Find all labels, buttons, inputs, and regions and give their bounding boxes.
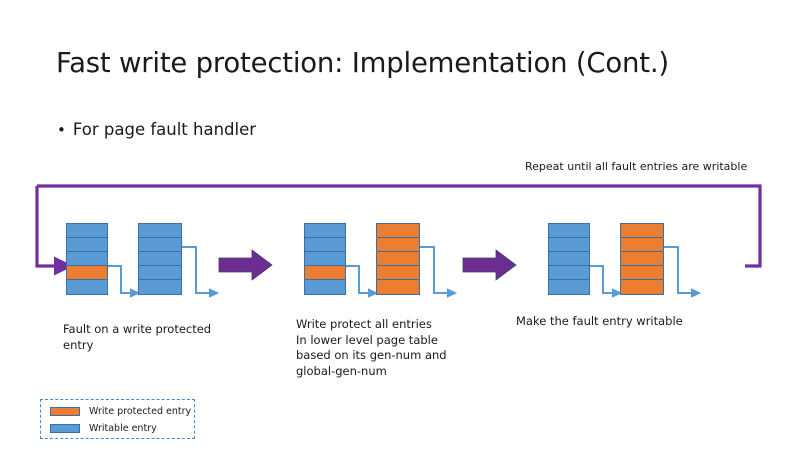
page-table-lower-level-page-table (620, 223, 664, 295)
bullet-item: • For page fault handler (57, 120, 256, 139)
legend-item-write-protected: Write protected entry (50, 404, 194, 419)
legend-swatch-writable (50, 424, 80, 433)
page-table-entry-orange (621, 266, 663, 280)
page-table-entry-blue (67, 280, 107, 294)
page-table-entry-orange (621, 238, 663, 252)
page-table-entry-blue (305, 252, 345, 266)
page-table-entry-blue (549, 280, 589, 294)
bullet-marker-icon: • (57, 121, 66, 139)
page-table-lower-level-page-table (376, 223, 420, 295)
page-table-entry-orange (621, 280, 663, 294)
page-table-entry-blue (67, 224, 107, 238)
slide-title: Fast write protection: Implementation (C… (56, 47, 669, 79)
page-table-entry-orange (305, 266, 345, 280)
page-table-entry-orange (67, 266, 107, 280)
page-table-lower-level-page-table (138, 223, 182, 295)
page-table-entry-orange (377, 266, 419, 280)
page-table-entry-orange (377, 238, 419, 252)
page-table-entry-blue (305, 238, 345, 252)
page-table-entry-blue (305, 224, 345, 238)
flow-arrow-2-to-3 (462, 249, 517, 281)
page-table-entry-blue (549, 224, 589, 238)
caption-step-3: Make the fault entry writable (516, 314, 683, 328)
legend-swatch-write-protected (50, 407, 80, 416)
loop-label: Repeat until all fault entries are writa… (525, 160, 748, 173)
legend-label-write-protected: Write protected entry (89, 406, 192, 417)
page-table-entry-orange (377, 252, 419, 266)
caption-step-2: Write protect all entries In lower level… (296, 317, 447, 378)
legend-item-writable: Writable entry (50, 421, 194, 436)
page-table-entry-blue (139, 266, 181, 280)
page-table-entry-blue (139, 224, 181, 238)
page-table-entry-orange (377, 280, 419, 294)
page-table-entry-orange (377, 224, 419, 238)
page-table-entry-blue (139, 280, 181, 294)
page-table-entry-blue (549, 238, 589, 252)
page-table-upper-level-page-table (548, 223, 590, 295)
page-table-entry-orange (621, 252, 663, 266)
flow-arrow-1-to-2 (218, 249, 273, 281)
page-table-entry-blue (139, 238, 181, 252)
bullet-item-label: For page fault handler (72, 120, 257, 139)
legend-label-writable: Writable entry (89, 423, 157, 434)
legend: Write protected entry Writable entry (40, 399, 195, 439)
page-table-entry-blue (549, 266, 589, 280)
page-table-upper-level-page-table (66, 223, 108, 295)
page-table-entry-blue (549, 252, 589, 266)
page-table-upper-level-page-table (304, 223, 346, 295)
caption-step-1: Fault on a write protected entry (63, 322, 212, 352)
page-table-entry-orange (621, 224, 663, 238)
page-table-entry-blue (67, 252, 107, 266)
page-table-entry-blue (67, 238, 107, 252)
page-table-entry-blue (139, 252, 181, 266)
page-table-entry-blue (305, 280, 345, 294)
